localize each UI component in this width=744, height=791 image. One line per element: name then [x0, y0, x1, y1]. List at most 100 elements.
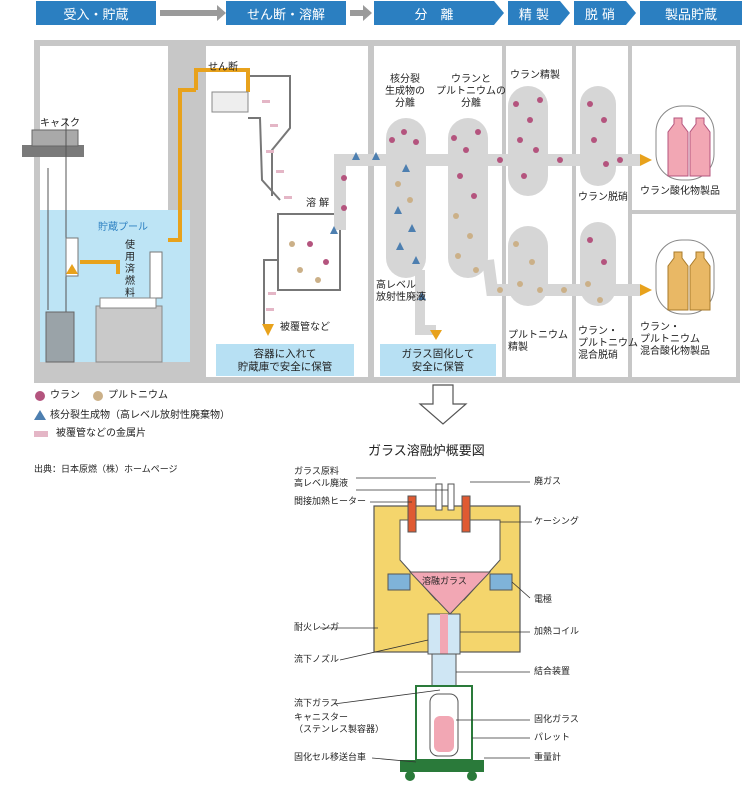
label-glass-material: ガラス原料: [294, 467, 339, 477]
u-product-bottle: [667, 117, 689, 177]
mixed-product-bottle: [689, 251, 711, 311]
up-arrowhead: [66, 264, 78, 274]
cask-area-lower: [40, 162, 168, 210]
pool-label: 貯蔵プール: [98, 222, 148, 233]
container-note: 容器に入れて貯蔵庫で安全に保管: [216, 344, 354, 376]
molten-glass: [408, 571, 492, 615]
rack-top: [99, 297, 157, 309]
feed-pipe-glass: [435, 483, 443, 511]
cladding-chute: [263, 259, 278, 325]
column-u-denitrate: [580, 86, 616, 186]
label-canister: キャニスター（ステンレス製容器）: [294, 713, 385, 735]
nozzle-glass: [440, 614, 448, 654]
cart-wheel: [467, 771, 477, 781]
transport-arrow: [194, 68, 250, 92]
transfer-cart: [400, 760, 484, 772]
u-denitration-label: ウラン脱硝: [578, 192, 628, 203]
label-electrode: 電極: [534, 595, 553, 605]
stage-label: 受入・貯蔵: [63, 7, 129, 23]
transport-arrow: [168, 88, 196, 242]
legend-uranium: ウラン: [50, 390, 80, 401]
pu-line: [482, 259, 640, 296]
fission-particles: [330, 152, 426, 300]
dissolving-label: 溶 解: [306, 198, 330, 209]
legend-metal: 被覆管などの金属片: [56, 428, 146, 439]
stage-arrow: [160, 5, 226, 21]
furnace-title: ガラス溶融炉概要図: [368, 444, 485, 459]
label-hlw: 高レベル廃液: [294, 479, 349, 489]
label-casing: ケーシング: [534, 517, 579, 527]
legend-uranium-swatch: [35, 391, 45, 401]
pool-floor: [40, 362, 206, 383]
fuel-assembly: [149, 251, 163, 299]
label-weight: 重量計: [534, 753, 562, 763]
label-coupling: 結合装置: [534, 667, 571, 677]
right-arrowhead: [640, 154, 652, 166]
leader-lines: [320, 477, 532, 763]
pool-wall: [190, 46, 206, 362]
feed-pipe-hlw: [447, 483, 455, 511]
label-indirect-heater: 間接加熱ヒーター: [294, 497, 367, 507]
stage-arrowhead: [494, 1, 504, 25]
u-purification-label: ウラン精製: [510, 70, 560, 81]
cask-icon: [31, 129, 79, 147]
cask-label: キャスク: [40, 118, 80, 129]
glass-note: ガラス固化して安全に保管: [380, 344, 496, 376]
label-waste-gas: 廃ガス: [534, 477, 562, 487]
uranium-particles: [307, 97, 623, 265]
stage-label: 脱 硝: [584, 7, 616, 23]
label-refractory: 耐火レンガ: [294, 623, 340, 633]
legend-fission: 核分裂生成物（高レベル放射性廃棄物）: [50, 410, 230, 421]
stage-arrowhead: [626, 1, 636, 25]
electrode-left: [387, 573, 411, 591]
furnace-diagram: [373, 483, 521, 781]
mixed-product-bottle: [667, 251, 689, 311]
source-credit: 出典：日本原燃（株）ホームページ: [34, 465, 178, 475]
shear-chute: [250, 75, 291, 196]
column-fission: [386, 118, 426, 278]
coupling: [431, 653, 457, 689]
plutonium-particles: [289, 181, 603, 303]
label-pallet: パレット: [534, 733, 571, 743]
down-arrow-hollow: [418, 384, 468, 425]
shearing-label: せん断: [208, 62, 238, 73]
stage-receipt: 受入・貯蔵: [36, 1, 156, 25]
mixed-denitration-label: ウラン・プルトニウム混合脱硝: [578, 326, 638, 361]
stage-shearing: せん断・溶解: [226, 1, 346, 25]
stage-arrow: [350, 5, 372, 21]
fuel-assembly: [65, 237, 79, 277]
label-molten-glass: 溶融ガラス: [422, 577, 467, 587]
hlw-label: 高レベル放射性廃液: [376, 280, 426, 303]
heater-right: [461, 495, 471, 533]
stage-arrowhead: [560, 1, 570, 25]
stage-product-storage: 製品貯蔵: [640, 1, 742, 25]
stage-label: 精 製: [518, 7, 550, 23]
storage-rack: [95, 305, 163, 363]
right-arrowhead: [640, 284, 652, 296]
label-heating-coil: 加熱コイル: [534, 627, 580, 637]
stage-label: 製品貯蔵: [664, 7, 717, 23]
u-pu-separation-label: ウランとプルトニウムの分離: [436, 74, 506, 109]
solidified-glass: [434, 716, 454, 752]
product-divider: [632, 210, 736, 214]
stage-label: せん断・溶解: [246, 7, 325, 23]
shear-machine: [211, 91, 249, 113]
legend-plutonium: プルトニウム: [108, 390, 168, 401]
u-product-label: ウラン酸化物製品: [640, 186, 720, 197]
spent-fuel-label: 使用済燃料: [125, 240, 135, 299]
stage-separation: 分 離: [374, 1, 494, 25]
stage-purification: 精 製: [508, 1, 560, 25]
heater-left: [407, 495, 417, 533]
u-product-bottle: [689, 117, 711, 177]
shear-chute: [248, 117, 281, 201]
electrode-right: [489, 573, 513, 591]
stage-denitration: 脱 硝: [574, 1, 626, 25]
transport-arrow: [80, 260, 120, 274]
cladding-label: 被覆管など: [280, 322, 330, 333]
column-u-purify: [508, 86, 548, 196]
cask-truck: [22, 145, 84, 157]
label-nozzle: 流下ノズル: [294, 655, 340, 665]
mixed-product-label: ウラン・プルトニウム混合酸化物製品: [640, 322, 710, 357]
legend-fission-swatch: [34, 410, 46, 420]
label-cart: 固化セル移送台車: [294, 753, 367, 763]
